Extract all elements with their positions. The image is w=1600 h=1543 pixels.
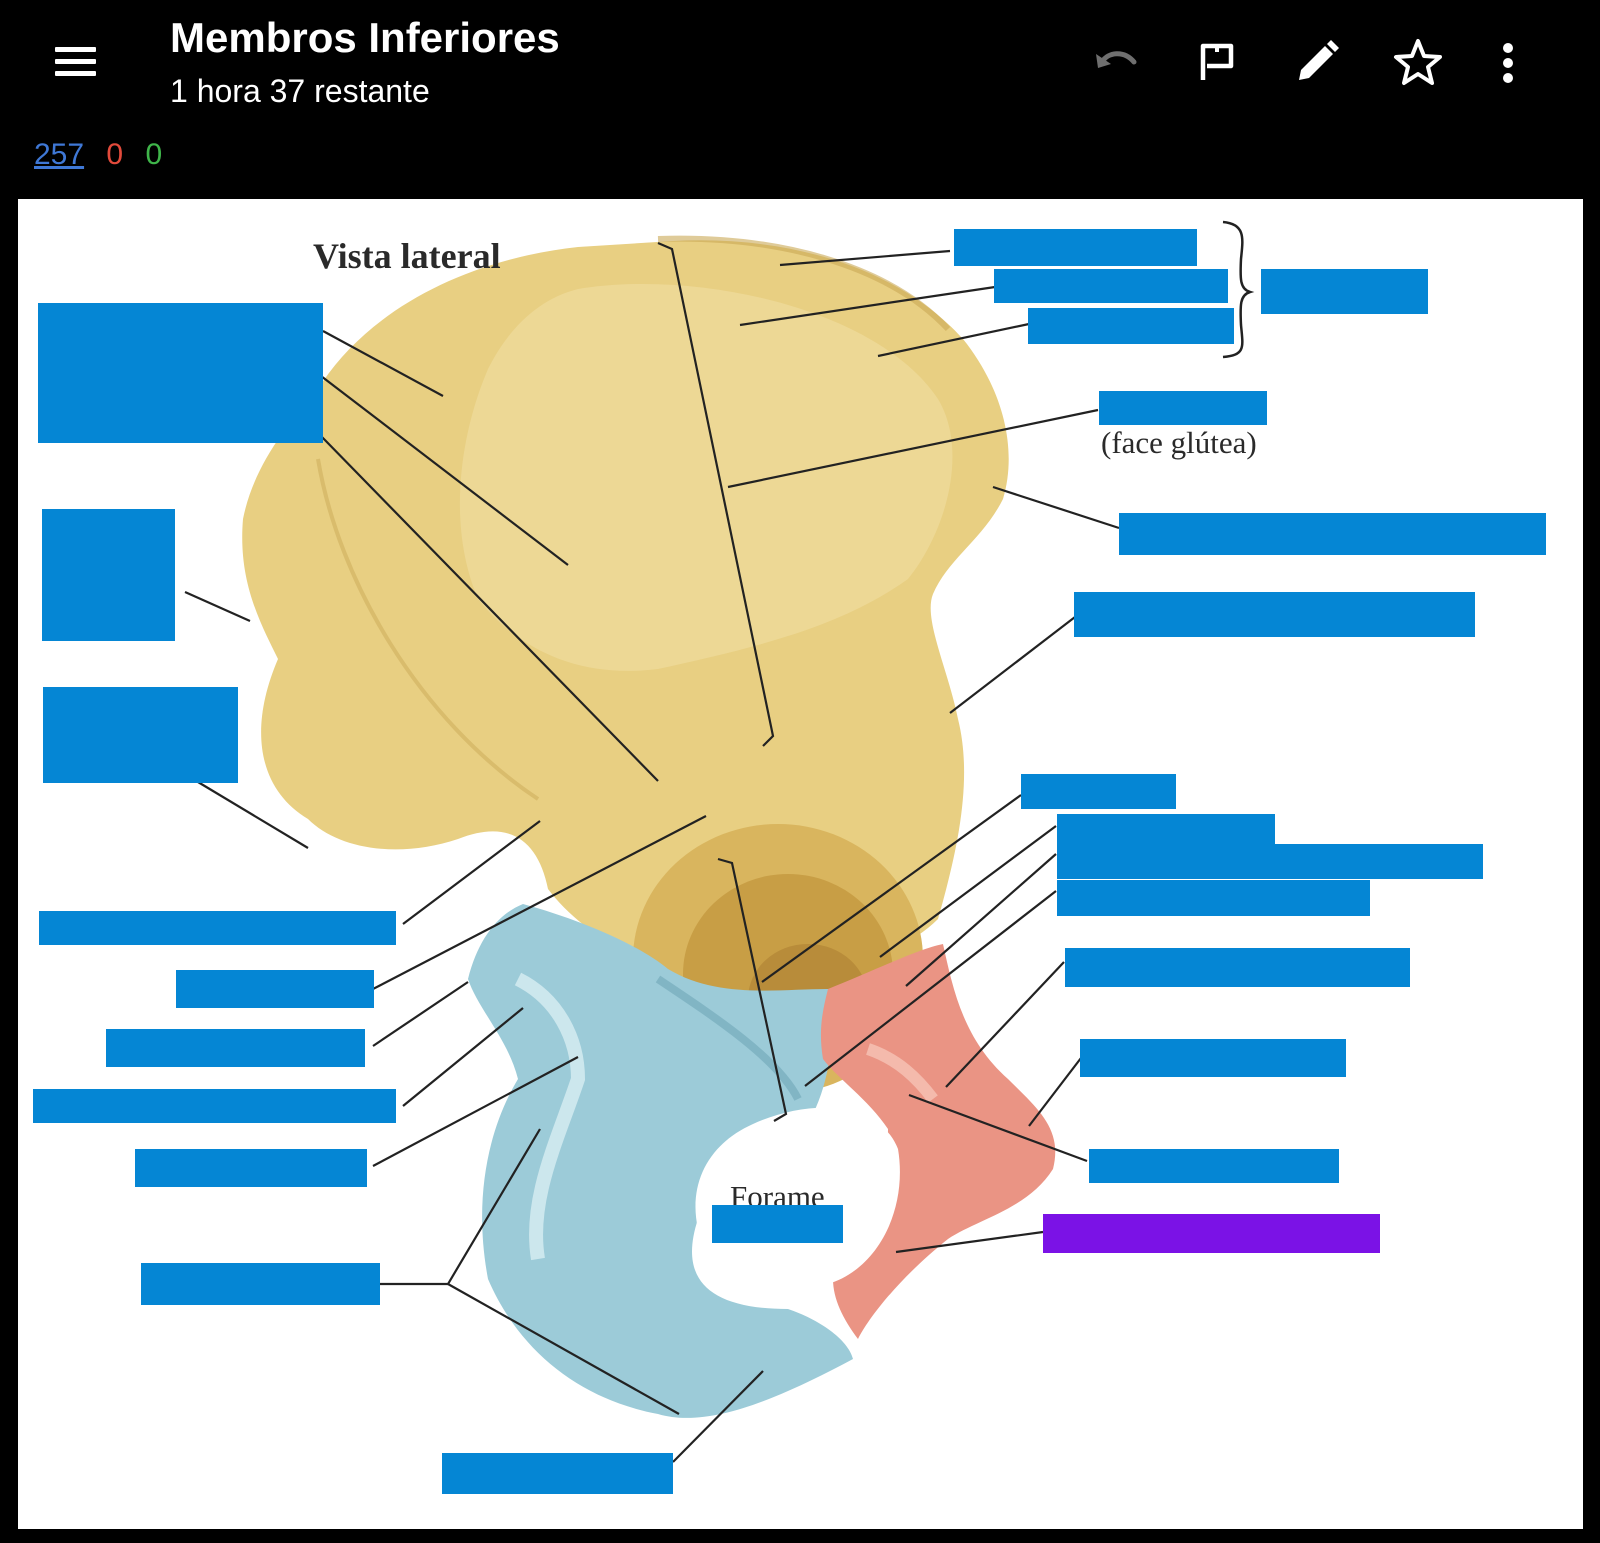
answer-blank[interactable]	[1119, 513, 1546, 555]
more-vert-icon[interactable]	[1478, 32, 1538, 92]
answer-blank[interactable]	[1261, 269, 1428, 314]
answer-blank[interactable]	[43, 687, 238, 783]
total-count-link[interactable]: 257	[34, 138, 85, 171]
answer-blank[interactable]	[712, 1205, 843, 1243]
answer-blank[interactable]	[141, 1263, 380, 1305]
top-app-bar: Membros Inferiores 1 hora 37 restante	[0, 0, 1600, 130]
answer-blank[interactable]	[1074, 592, 1475, 637]
answer-blank[interactable]	[33, 1089, 396, 1123]
active-answer-blank[interactable]	[1043, 1214, 1380, 1253]
page-title: Membros Inferiores	[170, 14, 560, 61]
star-icon[interactable]	[1388, 32, 1448, 92]
answer-blank[interactable]	[1057, 880, 1370, 916]
answer-blank[interactable]	[1080, 1039, 1346, 1077]
score-counters: 257 0 0	[34, 138, 162, 172]
flag-icon[interactable]	[1187, 32, 1247, 92]
hip-bone-illustration	[184, 220, 1255, 1463]
answer-blank[interactable]	[1089, 1149, 1339, 1183]
answer-blank[interactable]	[39, 911, 396, 945]
answer-blank[interactable]	[42, 509, 175, 641]
answer-blank[interactable]	[38, 303, 323, 443]
answer-blank[interactable]	[1057, 844, 1483, 879]
bracket-shape	[1222, 220, 1255, 359]
answer-blank[interactable]	[1057, 814, 1275, 844]
answer-blank[interactable]	[442, 1453, 673, 1494]
pencil-icon[interactable]	[1287, 32, 1347, 92]
undo-icon[interactable]	[1086, 32, 1146, 92]
menu-icon[interactable]	[50, 40, 102, 84]
answer-blank[interactable]	[954, 229, 1197, 266]
answer-blank[interactable]	[1099, 391, 1267, 425]
answer-blank[interactable]	[1065, 948, 1410, 987]
time-remaining: 1 hora 37 restante	[170, 73, 430, 109]
answer-blank[interactable]	[106, 1029, 365, 1067]
gluteal-face-label: (face glútea)	[1101, 425, 1257, 460]
answer-blank[interactable]	[135, 1149, 367, 1187]
view-label: Vista lateral	[313, 236, 501, 276]
answer-blank[interactable]	[1021, 774, 1176, 809]
hip-bone-diagram: Vista lateral (face glútea) Forame	[18, 199, 1583, 1529]
answer-blank[interactable]	[176, 970, 374, 1008]
answer-blank[interactable]	[1028, 308, 1234, 344]
wrong-count: 0	[106, 138, 124, 171]
correct-count: 0	[145, 138, 163, 171]
answer-blank[interactable]	[994, 269, 1228, 303]
